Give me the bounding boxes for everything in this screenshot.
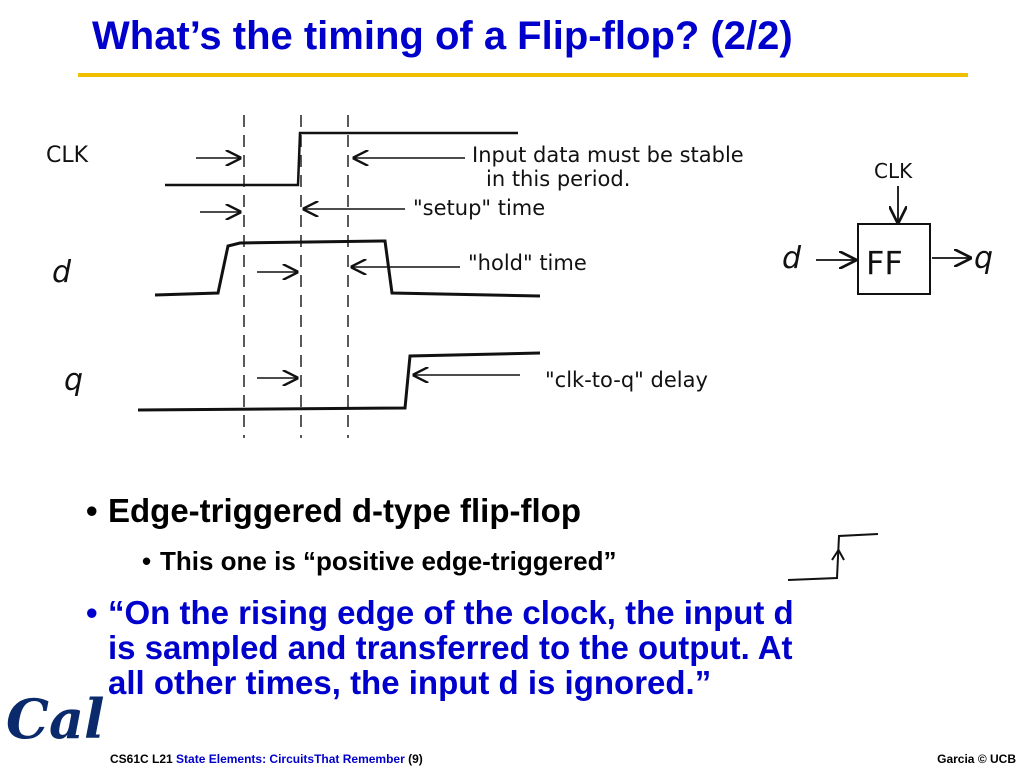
setup-annotation: "setup" time [413, 196, 545, 220]
q-waveform [137, 351, 541, 412]
ff-box-label: FF [866, 244, 903, 282]
footer-copyright: Garcia © UCB [937, 752, 1016, 766]
bullet-dot: • [86, 492, 98, 529]
footer-course: CS61C L21 [110, 752, 173, 766]
q-label: q [64, 363, 83, 398]
footer-course-info: CS61C L21 State Elements: CircuitsThat R… [110, 752, 423, 766]
quote-line-3: all other times, the input d is ignored.… [108, 664, 712, 701]
cal-logo: Cal [6, 687, 104, 751]
sub-bullet-positive-edge: • This one is “positive edge-triggered” [142, 546, 986, 577]
stable-annotation-line1: Input data must be stable [472, 143, 744, 167]
bullet-dot: • [142, 546, 152, 576]
bullet-list: • Edge-triggered d-type flip-flop • This o… [86, 492, 986, 700]
stable-annotation-line2: in this period. [486, 167, 630, 191]
bullet-dot: • [86, 594, 98, 631]
title-underline [78, 73, 968, 77]
clk-label: CLK [46, 143, 89, 168]
footer-lecture: State Elements: CircuitsThat Remember [176, 752, 405, 766]
ff-block-diagram: CLK FF d q [782, 159, 993, 295]
ff-d-label: d [782, 241, 802, 276]
ff-clk-label: CLK [874, 159, 913, 183]
bullet-quote: •“On the rising edge of the clock, the i… [86, 595, 966, 700]
bullet-edge-triggered: • Edge-triggered d-type flip-flop [86, 492, 986, 530]
positive-edge-icon [787, 533, 879, 581]
hold-annotation: "hold" time [468, 251, 587, 275]
bullet-text: Edge-triggered d-type flip-flop [108, 492, 581, 529]
clk-waveform [165, 131, 518, 187]
d-waveform [154, 239, 541, 298]
cal-logo-text: Cal [6, 687, 104, 751]
ff-q-label: q [974, 241, 993, 276]
sub-bullet-text: This one is “positive edge-triggered” [160, 546, 617, 576]
quote-line-1: •“On the rising edge of the clock, the i… [86, 594, 794, 631]
footer-page: (9) [408, 752, 423, 766]
timing-diagram: CLK d q Input data must be stable in thi… [46, 115, 993, 438]
d-label: d [52, 255, 72, 290]
quote-line-2: is sampled and transferred to the output… [108, 629, 793, 666]
slide-title: What’s the timing of a Flip-flop? (2/2) [92, 14, 793, 58]
dashed-guides [243, 115, 349, 438]
clk-to-q-annotation: "clk-to-q" delay [545, 368, 708, 392]
ff-box [857, 223, 931, 295]
